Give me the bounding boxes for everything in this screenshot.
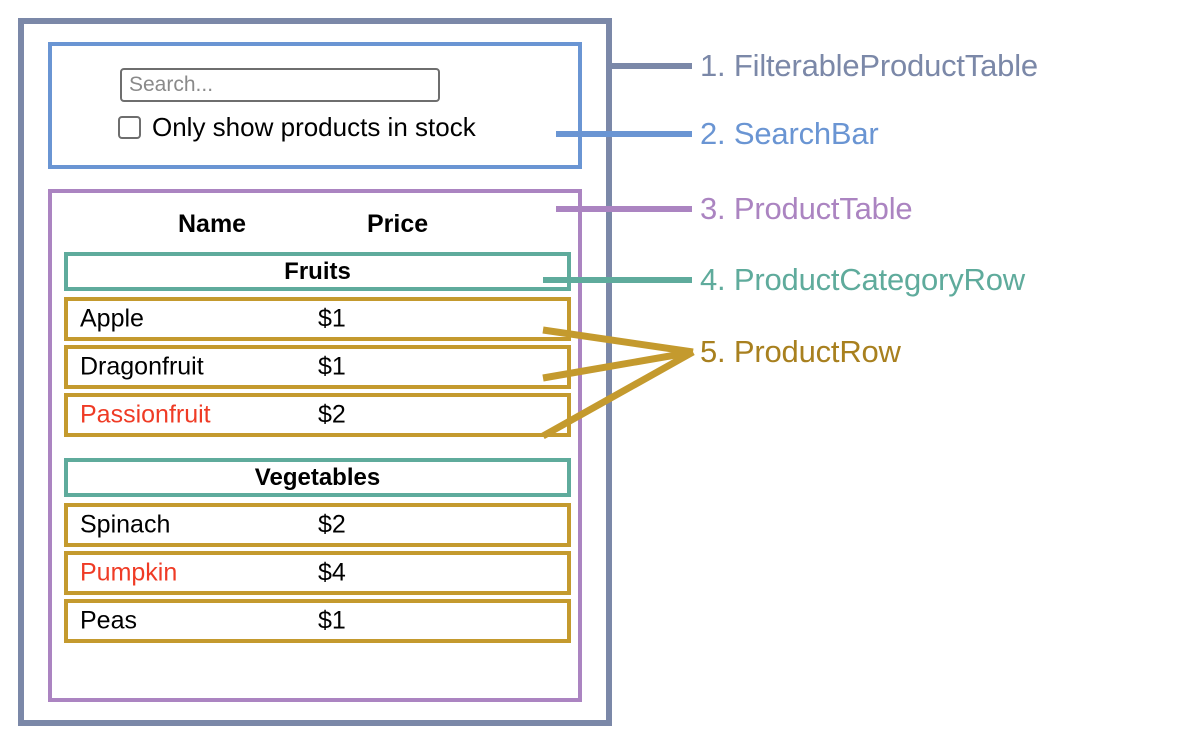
legend-name: ProductCategoryRow xyxy=(733,262,1025,297)
product-price: $4 xyxy=(318,558,346,587)
product-price: $1 xyxy=(318,352,346,381)
search-bar: Only show products in stock xyxy=(48,42,582,169)
product-category-row: Fruits xyxy=(64,252,571,291)
table-header-row: Name Price xyxy=(60,203,566,245)
product-name: Spinach xyxy=(80,510,171,539)
legend-number: 3. xyxy=(700,191,726,226)
stock-filter-row[interactable]: Only show products in stock xyxy=(118,114,476,140)
filterable-product-table: Only show products in stock Name Price F… xyxy=(18,18,612,726)
product-table: Name Price Fruits Apple $1 Dragonfruit $… xyxy=(48,189,582,702)
column-header-price: Price xyxy=(367,209,429,238)
column-header-name: Name xyxy=(178,209,247,238)
category-label: Fruits xyxy=(284,257,351,285)
legend-item-product-table: 3. ProductTable xyxy=(700,191,913,227)
legend-name: SearchBar xyxy=(733,116,879,151)
product-row: Pumpkin $4 xyxy=(64,551,571,595)
product-row: Spinach $2 xyxy=(64,503,571,547)
legend-item-search-bar: 2. SearchBar xyxy=(700,116,879,152)
legend-name: ProductRow xyxy=(733,334,901,369)
product-price: $1 xyxy=(318,304,346,333)
product-row: Apple $1 xyxy=(64,297,571,341)
category-label: Vegetables xyxy=(254,463,381,491)
product-name: Passionfruit xyxy=(80,400,211,429)
legend-item-product-row: 5. ProductRow xyxy=(700,334,901,370)
product-name: Apple xyxy=(80,304,144,333)
product-price: $2 xyxy=(318,400,346,429)
legend-number: 5. xyxy=(700,334,726,369)
product-category-row: Vegetables xyxy=(64,458,571,497)
product-name: Peas xyxy=(80,606,137,635)
legend-name: FilterableProductTable xyxy=(733,48,1038,83)
product-row: Passionfruit $2 xyxy=(64,393,571,437)
only-in-stock-checkbox[interactable] xyxy=(118,115,141,139)
product-price: $2 xyxy=(318,510,346,539)
product-name: Pumpkin xyxy=(80,558,178,587)
product-row: Peas $1 xyxy=(64,599,571,643)
legend-number: 2. xyxy=(700,116,726,151)
search-input[interactable] xyxy=(120,68,440,102)
legend-name: ProductTable xyxy=(733,191,913,226)
product-price: $1 xyxy=(318,606,346,635)
legend-item-filterable-product-table: 1. FilterableProductTable xyxy=(700,48,1038,84)
product-name: Dragonfruit xyxy=(80,352,204,381)
product-row: Dragonfruit $1 xyxy=(64,345,571,389)
only-in-stock-label: Only show products in stock xyxy=(152,112,476,142)
legend-number: 1. xyxy=(700,48,726,83)
legend-item-product-category-row: 4. ProductCategoryRow xyxy=(700,262,1025,298)
legend-number: 4. xyxy=(700,262,726,297)
